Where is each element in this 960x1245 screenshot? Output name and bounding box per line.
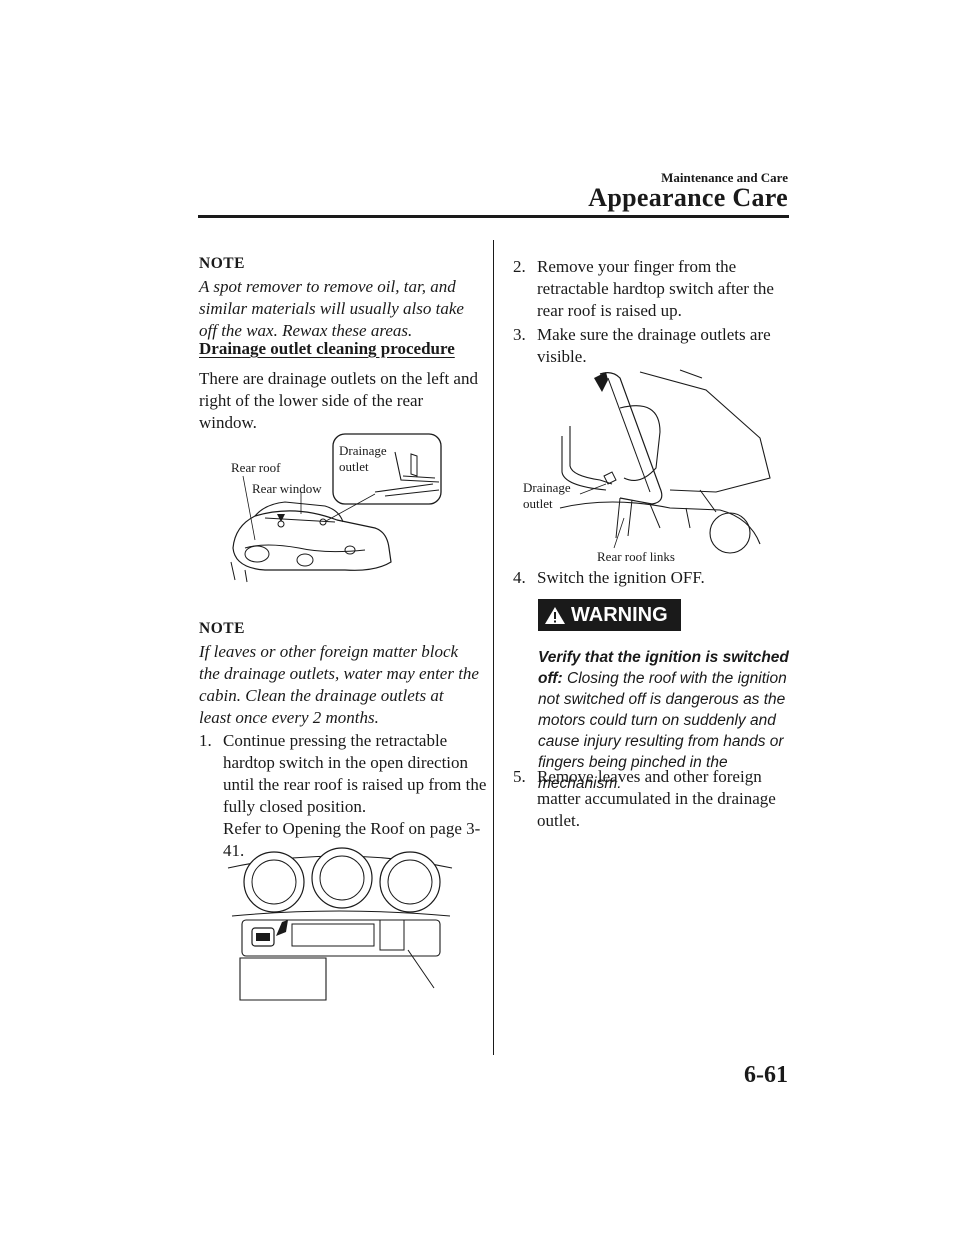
warning-label: WARNING [571, 603, 668, 626]
figure-car-rear: Rear roof Rear window Drainage outlet [225, 430, 445, 590]
warning-body: Closing the roof with the ignition not s… [538, 670, 787, 792]
label-rear-roof-links: Rear roof links [597, 549, 675, 564]
label-drainage-line1: Drainage [339, 443, 387, 458]
label-drainage-line2: outlet [523, 496, 553, 511]
label-rear-roof: Rear roof [231, 460, 281, 475]
step-text: Make sure the drainage outlets are visib… [537, 325, 771, 366]
step-number: 2. [513, 257, 526, 276]
step-text: Continue pressing the retractable hardto… [223, 731, 487, 860]
step-number: 1. [199, 731, 212, 750]
dashboard-illustration [228, 840, 453, 1000]
page-number: 6-61 [744, 1062, 788, 1088]
label-rear-window: Rear window [252, 481, 322, 496]
step-1: 1. Continue pressing the retractable har… [199, 730, 489, 862]
label-drainage-line2: outlet [339, 459, 369, 474]
header-rule [198, 215, 789, 218]
section-name: Maintenance and Care [661, 170, 788, 185]
section-subheading: Drainage outlet cleaning procedure [199, 339, 455, 358]
note-body-2: If leaves or other foreign matter block … [199, 642, 479, 727]
column-divider [493, 240, 494, 1055]
figure-dashboard [228, 840, 453, 1000]
step-3: 3. Make sure the drainage outlets are vi… [513, 324, 793, 368]
label-drainage-line1: Drainage [523, 480, 571, 495]
roof-raised-illustration [520, 368, 790, 563]
step-number: 4. [513, 568, 526, 587]
step-number: 3. [513, 325, 526, 344]
warning-text: Verify that the ignition is switched off… [538, 647, 792, 794]
step-4: 4. Switch the ignition OFF. [513, 567, 793, 589]
figure-roof-raised: Drainage outlet Rear roof links [520, 368, 790, 564]
step-text: Remove your finger from the retractable … [537, 257, 774, 320]
step-5: 5. Remove leaves and other foreign matte… [513, 766, 793, 832]
warning-lead: Verify that the ignition is switched off… [538, 649, 789, 687]
step-reference: Refer to Opening the Roof on page 3-41. [223, 819, 481, 860]
page-title: Appearance Care [588, 183, 788, 212]
step-text: Remove leaves and other foreign matter a… [537, 767, 776, 830]
note-heading-2: NOTE [199, 620, 245, 637]
warning-triangle-icon [545, 606, 565, 624]
note-heading: NOTE [199, 255, 245, 272]
car-rear-illustration [225, 430, 445, 590]
warning-badge: WARNING [538, 599, 681, 631]
step-2: 2. Remove your finger from the retractab… [513, 256, 793, 322]
intro-paragraph: There are drainage outlets on the left a… [199, 369, 478, 432]
step-number: 5. [513, 767, 526, 786]
step-text: Switch the ignition OFF. [537, 568, 705, 587]
note-body: A spot remover to remove oil, tar, and s… [199, 277, 464, 340]
